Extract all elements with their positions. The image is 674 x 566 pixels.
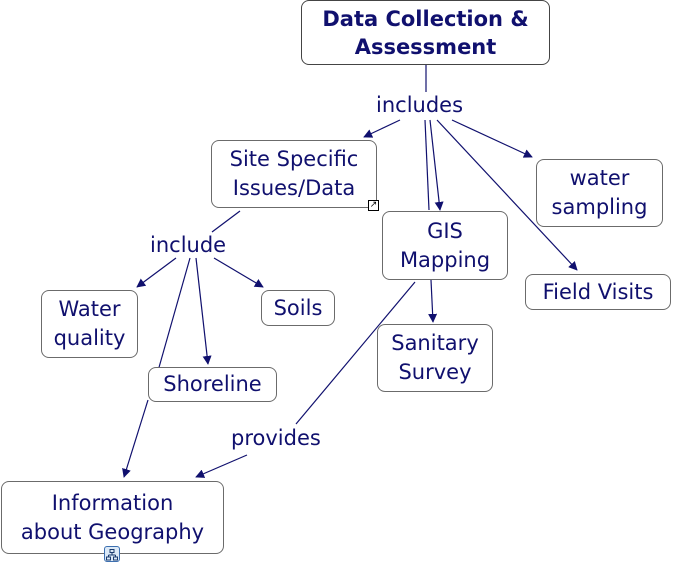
line-gis-provides bbox=[295, 281, 416, 425]
arrow-provides-geography bbox=[195, 454, 248, 478]
concept-water-quality[interactable]: Water quality bbox=[41, 290, 138, 358]
concept-data-collection-assessment[interactable]: Data Collection & Assessment bbox=[301, 0, 550, 65]
concept-sanitary-survey[interactable]: Sanitary Survey bbox=[377, 324, 493, 392]
arrow-include-water-quality bbox=[136, 257, 177, 288]
concept-field-visits[interactable]: Field Visits bbox=[525, 274, 671, 310]
concept-information-about-geography[interactable]: Information about Geography bbox=[1, 481, 224, 554]
arrow-includes-gis bbox=[429, 119, 444, 211]
arrow-shoreline-geography bbox=[122, 399, 149, 478]
arrow-include-soils bbox=[213, 257, 264, 288]
arrow-includes-field-visits bbox=[436, 119, 578, 271]
concept-gis-mapping[interactable]: GIS Mapping bbox=[382, 211, 508, 280]
concept-shoreline[interactable]: Shoreline bbox=[148, 367, 277, 402]
concept-soils[interactable]: Soils bbox=[261, 290, 335, 326]
concept-site-specific-issues[interactable]: Site Specific Issues/Data bbox=[211, 140, 377, 208]
external-link-icon[interactable]: ↗ bbox=[368, 200, 379, 211]
concept-water-sampling[interactable]: water sampling bbox=[536, 159, 663, 227]
arrow-gis-sanitary bbox=[428, 279, 438, 323]
linking-phrase-include[interactable]: include bbox=[148, 233, 229, 257]
arrow-includes-water-sampling bbox=[451, 119, 533, 158]
hierarchy-glyph bbox=[106, 549, 118, 561]
line-site-include bbox=[211, 210, 241, 233]
arrow-include-shoreline bbox=[195, 257, 212, 365]
arrow-includes-site bbox=[363, 119, 401, 138]
linking-phrase-includes[interactable]: includes bbox=[374, 93, 466, 117]
line-includes-gis bbox=[424, 119, 430, 211]
line-include-shoreline-through bbox=[155, 257, 191, 379]
concept-map-icon[interactable] bbox=[104, 546, 120, 562]
linking-phrase-provides[interactable]: provides bbox=[229, 426, 323, 450]
